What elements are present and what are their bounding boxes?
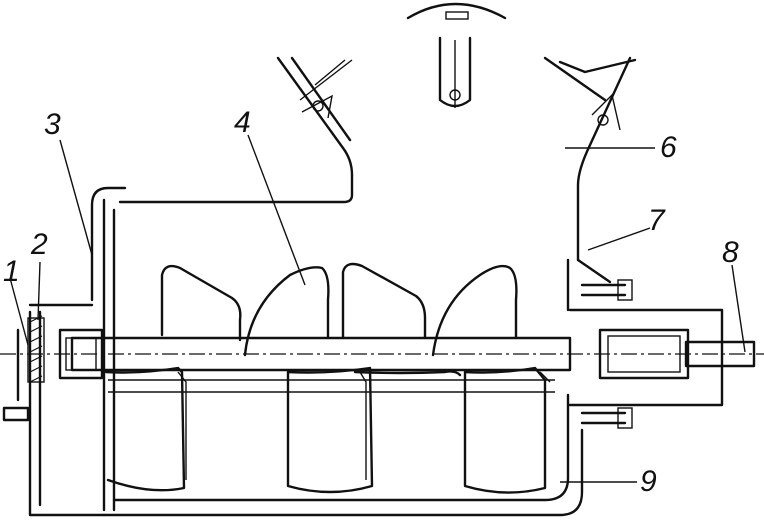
callout-2: 2 xyxy=(30,228,48,261)
hopper-left-wall xyxy=(118,56,354,204)
callout-9: 9 xyxy=(640,465,657,498)
left-gear-housing xyxy=(2,310,106,517)
callout-4: 4 xyxy=(234,106,251,139)
callout-1: 1 xyxy=(3,255,20,288)
callout-3: 3 xyxy=(44,108,61,141)
hopper-right-wall xyxy=(543,56,637,284)
right-bearing-assembly xyxy=(568,279,756,429)
hopper-top-cap xyxy=(406,2,507,20)
callout-8: 8 xyxy=(722,236,739,269)
auger-shaft xyxy=(0,336,764,372)
auger-blades xyxy=(104,262,551,494)
callout-7: 7 xyxy=(648,204,666,237)
callout-6: 6 xyxy=(660,131,677,164)
hopper-center-lever xyxy=(438,36,472,108)
leader-lines xyxy=(9,134,746,483)
trough-housing xyxy=(28,186,584,517)
